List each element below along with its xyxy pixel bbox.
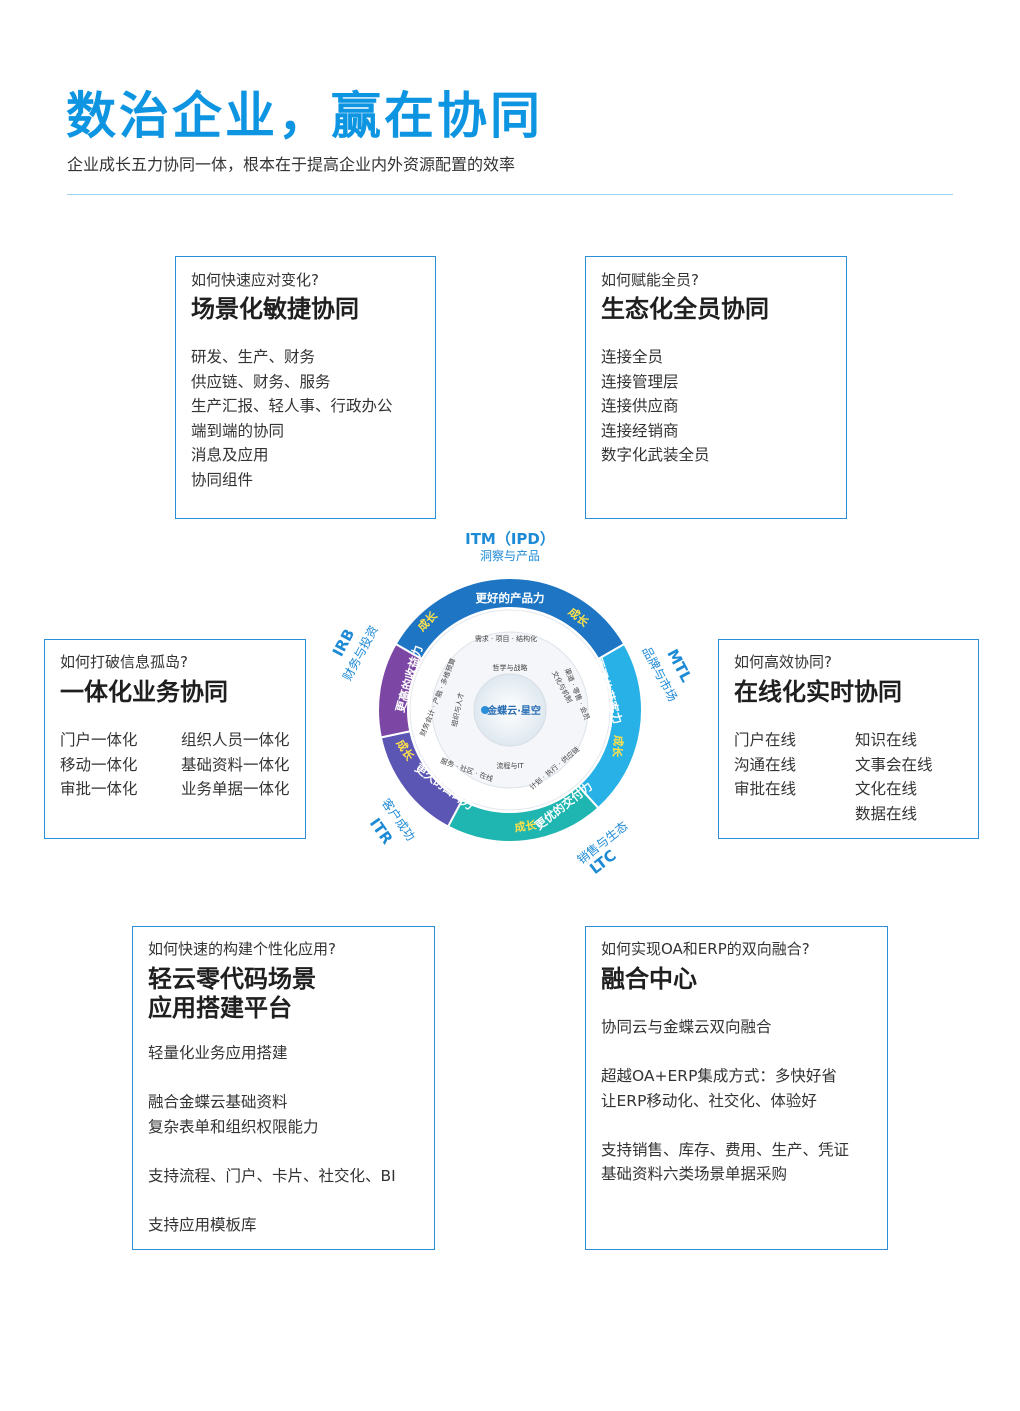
card-heading: 一体化业务协同 [60,678,228,706]
card-item-list: 轻量化业务应用搭建 融合金蝶云基础资料 复杂表单和组织权限能力 支持流程、门户、… [148,1041,396,1237]
list-item: 连接管理层 [601,372,679,391]
list-item: 文化在线 [855,780,918,798]
card-question: 如何赋能全员? [601,271,699,289]
inner-label: 需求 · 项目 · 结构化 [475,634,537,643]
card-heading: 融合中心 [601,965,697,993]
card-question: 如何打破信息孤岛? [60,653,188,671]
segment-label-product: 更好的产品力 [476,591,545,605]
list-item: 复杂表单和组织权限能力 [148,1117,319,1136]
card-item-list-right: 组织人员一体化 基础资料一体化 业务单据一体化 [181,728,290,802]
list-item: 轻量化业务应用搭建 [148,1044,288,1062]
card-heading-line-2: 应用搭建平台 [148,994,292,1022]
card-integrated-collaboration: 如何打破信息孤岛? 一体化业务协同 门户一体化 移动一体化 审批一体化 组织人员… [44,639,306,839]
list-item: 沟通在线 [734,755,797,774]
list-item: 研发、生产、财务 [191,348,316,366]
page-title: 数治企业，赢在协同 [66,87,543,145]
list-item [601,1040,849,1065]
list-item: 知识在线 [855,731,918,749]
list-item: 数字化武装全员 [601,446,710,464]
list-item: 协同组件 [191,470,254,489]
list-item: 超越OA+ERP集成方式：多快好省 [601,1067,837,1085]
list-item: 消息及应用 [191,446,269,464]
card-item-list-left: 门户一体化 移动一体化 审批一体化 [60,728,138,802]
card-heading: 生态化全员协同 [601,295,769,323]
card-item-list: 研发、生产、财务 供应链、财务、服务 生产汇报、轻人事、行政办公 端到端的协同 … [191,345,393,492]
list-item: 融合金蝶云基础资料 [148,1093,288,1111]
list-item: 基础资料一体化 [181,755,290,774]
card-item-list: 协同云与金蝶云双向融合 超越OA+ERP集成方式：多快好省 让ERP移动化、社交… [601,1015,849,1187]
list-item: 生产汇报、轻人事、行政办公 [191,397,393,415]
list-item: 让ERP移动化、社交化、体验好 [601,1091,817,1110]
card-heading-line-1: 轻云零代码场景 [148,965,316,993]
growth-wheel-diagram: 金蝶云·星空 需求 · 项目 · 结构化 哲学与战略 文化与机制 流程与IT 组… [329,530,696,878]
card-scene-collaboration: 如何快速应对变化? 场景化敏捷协同 研发、生产、财务 供应链、财务、服务 生产汇… [175,256,436,519]
inner-label: 哲学与战略 [493,663,528,672]
label-itm-subtitle: 洞察与产品 [480,549,540,563]
list-item: 数据在线 [855,804,918,823]
card-item-list: 连接全员 连接管理层 连接供应商 连接经销商 数字化武装全员 [601,345,710,468]
card-online-collaboration: 如何高效协同? 在线化实时协同 门户在线 沟通在线 审批在线 知识在线 文事会在… [718,639,979,839]
card-lowcode-platform: 如何快速的构建个性化应用? 轻云零代码场景 应用搭建平台 轻量化业务应用搭建 融… [132,926,435,1250]
list-item: 基础资料六类场景单据采购 [601,1165,788,1183]
list-item: 协同云与金蝶云双向融合 [601,1018,772,1036]
kingdee-logo-icon [481,706,489,714]
inner-label: 流程与IT [496,761,524,770]
center-circle [473,673,547,747]
card-item-list-left: 门户在线 沟通在线 审批在线 [734,728,796,802]
list-item: 移动一体化 [60,755,138,774]
list-item: 审批在线 [734,780,797,798]
list-item: 组织人员一体化 [181,731,290,749]
list-item: 连接全员 [601,348,664,366]
list-item [148,1188,396,1213]
center-label: 金蝶云·星空 [486,704,541,717]
card-question: 如何快速的构建个性化应用? [148,940,336,958]
label-itm-title: ITM（IPD） [465,530,555,548]
list-item [148,1066,396,1091]
list-item [601,1113,849,1138]
list-item: 支持应用模板库 [148,1215,257,1234]
list-item [148,1139,396,1164]
list-item: 门户一体化 [60,731,138,749]
list-item: 支持流程、门户、卡片、社交化、BI [148,1166,396,1185]
card-question: 如何实现OA和ERP的双向融合? [601,940,810,958]
list-item: 业务单据一体化 [181,780,290,798]
list-item: 连接经销商 [601,421,679,440]
segment-profit [377,642,424,739]
list-item: 审批一体化 [60,780,138,798]
card-heading: 场景化敏捷协同 [191,295,359,323]
growth-tag: 成长 [514,817,539,834]
outer-ring [377,577,643,843]
list-item: 连接供应商 [601,397,679,415]
card-question: 如何高效协同? [734,653,832,671]
list-item: 供应链、财务、服务 [191,372,331,391]
card-eco-collaboration: 如何赋能全员? 生态化全员协同 连接全员 连接管理层 连接供应商 连接经销商 数… [585,256,847,519]
card-question: 如何快速应对变化? [191,271,319,289]
list-item: 文事会在线 [855,755,933,774]
card-item-list-right: 知识在线 文事会在线 文化在线 数据在线 [855,728,933,826]
list-item: 端到端的协同 [191,421,285,440]
list-item: 门户在线 [734,731,797,749]
card-heading: 在线化实时协同 [734,678,902,706]
list-item: 支持销售、库存、费用、生产、凭证 [601,1140,850,1159]
page-subtitle: 企业成长五力协同一体，根本在于提高企业内外资源配置的效率 [67,155,516,174]
divider [67,194,953,195]
growth-tag: 成长 [610,735,626,759]
card-fusion-center: 如何实现OA和ERP的双向融合? 融合中心 协同云与金蝶云双向融合 超越OA+E… [585,926,888,1250]
